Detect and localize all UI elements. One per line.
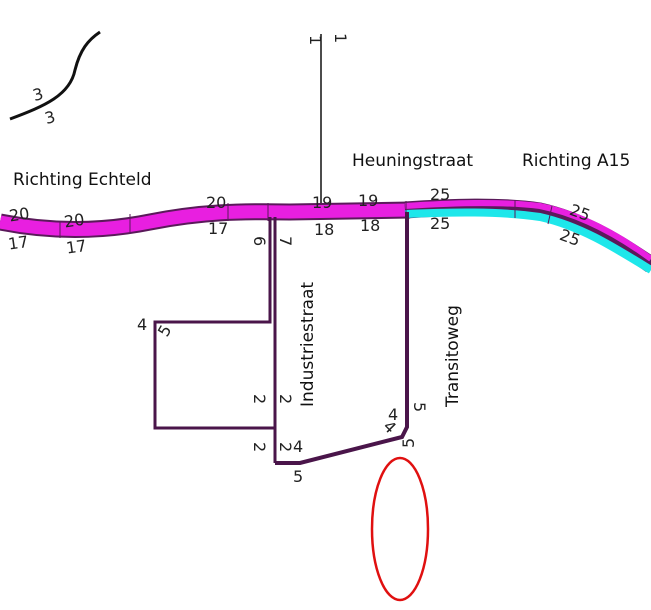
label-transitoweg: Transitoweg [443, 305, 463, 407]
volume-north-top: 1 [331, 33, 350, 43]
label-heuningstraat: Heuningstraat [352, 151, 474, 171]
volume-west-top: 20 [8, 204, 31, 226]
volume-trans-d: 5 [399, 438, 418, 448]
volume-west-bottom: 17 [7, 232, 30, 254]
volume-heun-right-top: 19 [358, 191, 378, 210]
main-road-westbound [0, 203, 411, 237]
label-richting-echteld: Richting Echteld [13, 170, 152, 190]
volume-loop-left: 4 [137, 315, 147, 334]
label-richting-a15: Richting A15 [522, 151, 631, 171]
volume-trans-a: 4 [388, 405, 398, 424]
label-industriestraat: Industriestraat [298, 281, 318, 407]
industriestraat-road [153, 217, 277, 463]
east-road-eastbound [404, 208, 651, 274]
volume-heun-right-bottom: 18 [360, 216, 380, 235]
volume-heun-left-top: 19 [312, 193, 332, 212]
volume-ind-right: 7 [276, 236, 295, 246]
connector-road [275, 212, 409, 465]
volume-ind-left: 6 [250, 236, 269, 246]
volume-ind-mid-right: 2 [276, 394, 295, 404]
volume-east-bottom: 25 [430, 214, 450, 233]
volume-heun-left-bottom: 18 [314, 220, 334, 239]
volume-east-top: 25 [430, 185, 450, 204]
northwest-road [9, 30, 101, 121]
east-road-outline [404, 198, 651, 272]
volume-bottom-a: 4 [293, 437, 303, 456]
volume-center-bottom: 17 [208, 219, 228, 238]
volume-ind-low-left: 2 [250, 442, 269, 452]
highlight-ellipse [370, 456, 430, 602]
volume-bottom-b: 5 [293, 467, 303, 486]
volume-center-top: 20 [206, 193, 226, 212]
volume-west2-bottom: 17 [65, 236, 88, 258]
volume-trans-c: 5 [410, 402, 429, 412]
volume-north-mid: 1 [306, 35, 325, 45]
volume-nw-upper: 3 [31, 84, 46, 105]
volume-ind-low-right: 2 [276, 442, 295, 452]
volume-ind-mid-left: 2 [250, 394, 269, 404]
volume-nw-lower: 3 [43, 107, 58, 128]
volume-west2-top: 20 [63, 210, 86, 232]
east-road-westbound [404, 199, 651, 262]
volume-loop-right: 5 [154, 322, 176, 340]
volume-trans-b: 4 [379, 417, 400, 438]
